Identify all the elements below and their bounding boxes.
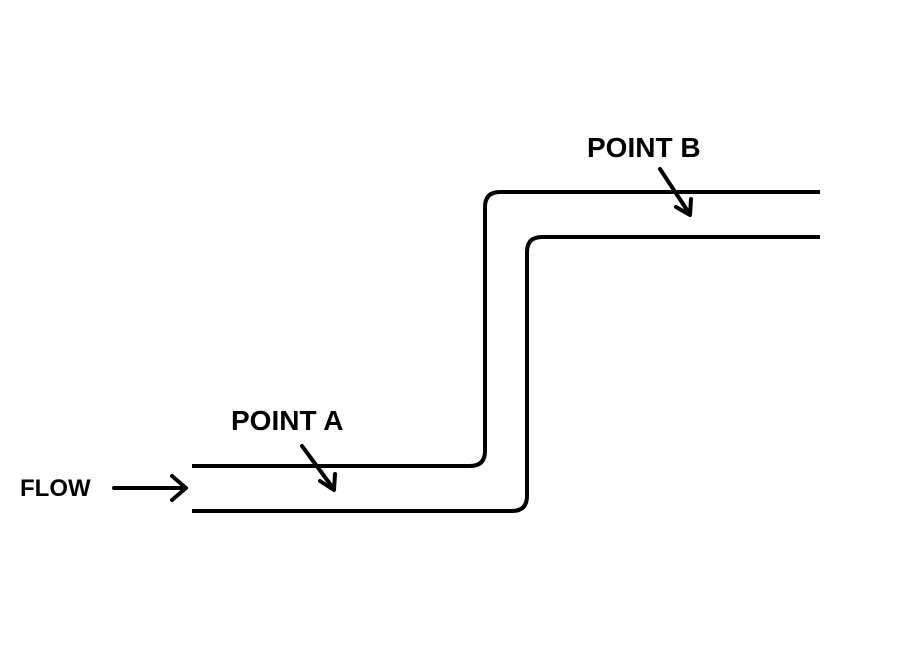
point-a-label: POINT A: [231, 405, 344, 436]
flow-arrow-icon: [112, 474, 188, 502]
flow-label: FLOW: [20, 475, 91, 502]
pipe-lower-wall: [192, 235, 820, 513]
pipe-upper-wall: [192, 190, 820, 468]
point-b-label: POINT B: [587, 132, 701, 163]
point-b-pointer-icon: [658, 167, 693, 217]
point-a-pointer-icon: [300, 444, 337, 492]
